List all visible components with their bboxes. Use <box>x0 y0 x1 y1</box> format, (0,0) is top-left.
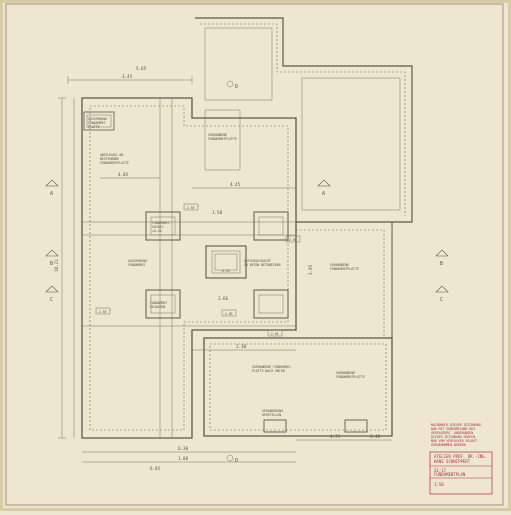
svg-text:NUR VOM VERFASSER SELBST: NUR VOM VERFASSER SELBST <box>431 439 477 443</box>
dim-bottom-3: 6.85 <box>150 466 161 471</box>
axis-markers: A A B B C C D D <box>45 80 449 464</box>
column-socket-1 <box>145 211 181 241</box>
svg-text:D: D <box>235 458 238 464</box>
column-socket-4 <box>253 289 289 319</box>
dim-mid-1: 4.45 <box>230 182 241 187</box>
svg-text:-2.65: -2.65 <box>223 312 233 316</box>
svg-text:FUNDAMENT-SOCKEL+0.20: FUNDAMENT-SOCKEL+0.20 <box>152 221 171 233</box>
svg-text:S1-17: S1-17 <box>434 468 447 473</box>
svg-text:-4.25: -4.25 <box>220 269 230 273</box>
title-block: ATELIER PROF. DR.-ING. HANS SCHNIPPERT S… <box>429 451 493 495</box>
sheet-border <box>5 3 504 506</box>
column-socket-2 <box>253 211 289 241</box>
svg-text:VORGENOMMEN WERDEN: VORGENOMMEN WERDEN <box>431 443 466 447</box>
svg-text:-2.65: -2.65 <box>185 206 195 210</box>
existing-building-outline <box>195 17 413 223</box>
dim-mid-4: 2.66 <box>218 296 229 301</box>
anchor-block-2 <box>344 419 368 433</box>
svg-text:C: C <box>440 297 443 303</box>
dim-mid-2: 2.30 <box>236 344 247 349</box>
lower-right-plate <box>203 337 393 437</box>
svg-text:D: D <box>235 84 238 90</box>
svg-text:1:50: 1:50 <box>434 482 444 487</box>
dim-left-total: 10.21 <box>54 259 59 272</box>
dim-left-1: 4.05 <box>118 172 129 177</box>
svg-text:C: C <box>50 297 53 303</box>
svg-text:DIESER ZEICHNUNG DÜRFEN: DIESER ZEICHNUNG DÜRFEN <box>431 434 475 439</box>
svg-text:FUNDAMENTPLAN: FUNDAMENTPLAN <box>434 472 466 477</box>
svg-text:A: A <box>322 191 325 197</box>
dim-top-2: 5.65 <box>136 66 147 71</box>
copyright-stamp: NACHDRUCK DIESER ZEICHNUNG NUR MIT GENEH… <box>431 423 481 447</box>
svg-text:-2.65: -2.65 <box>269 332 279 336</box>
svg-text:B: B <box>440 261 443 267</box>
dim-mid-3: 1.50 <box>212 210 223 215</box>
svg-text:B: B <box>50 261 53 267</box>
svg-text:ATELIER PROF. DR.-ING.: ATELIER PROF. DR.-ING. <box>434 454 487 459</box>
dim-right-3: 1.40 <box>370 434 381 439</box>
svg-text:-2.65: -2.65 <box>287 238 297 242</box>
svg-text:A: A <box>50 191 53 197</box>
opening-top-left <box>83 111 115 131</box>
svg-text:NUR MIT GENEHMIGUNG DES: NUR MIT GENEHMIGUNG DES <box>431 427 475 431</box>
main-foundation-plate <box>81 97 297 439</box>
svg-text:VORHANDENE FUNDAMENT-PLATTE NA: VORHANDENE FUNDAMENT-PLATTE NACH UNTEN <box>252 365 292 373</box>
dim-bottom-1: 6.30 <box>178 446 189 451</box>
svg-text:NACHDRUCK DIESER ZEICHNUNG: NACHDRUCK DIESER ZEICHNUNG <box>431 423 481 427</box>
dim-right-1: 4.75 <box>330 434 341 439</box>
svg-text:-2.65: -2.65 <box>97 310 107 314</box>
column-socket-3 <box>145 289 181 319</box>
dim-right-2: 3.95 <box>308 264 313 275</box>
svg-text:VERFASSERS. ÄNDERUNGEN: VERFASSERS. ÄNDERUNGEN <box>431 430 473 435</box>
anchor-block-1 <box>263 419 287 433</box>
svg-text:HANS SCHNIPPERT: HANS SCHNIPPERT <box>434 459 471 464</box>
dim-top: 3.45 <box>122 74 133 79</box>
level-tags: -2.65 -2.65 -2.65 -2.65 -2.65 -4.25 <box>95 203 301 337</box>
dim-bottom-2: 1.80 <box>178 456 189 461</box>
elevator-shaft <box>205 245 247 279</box>
